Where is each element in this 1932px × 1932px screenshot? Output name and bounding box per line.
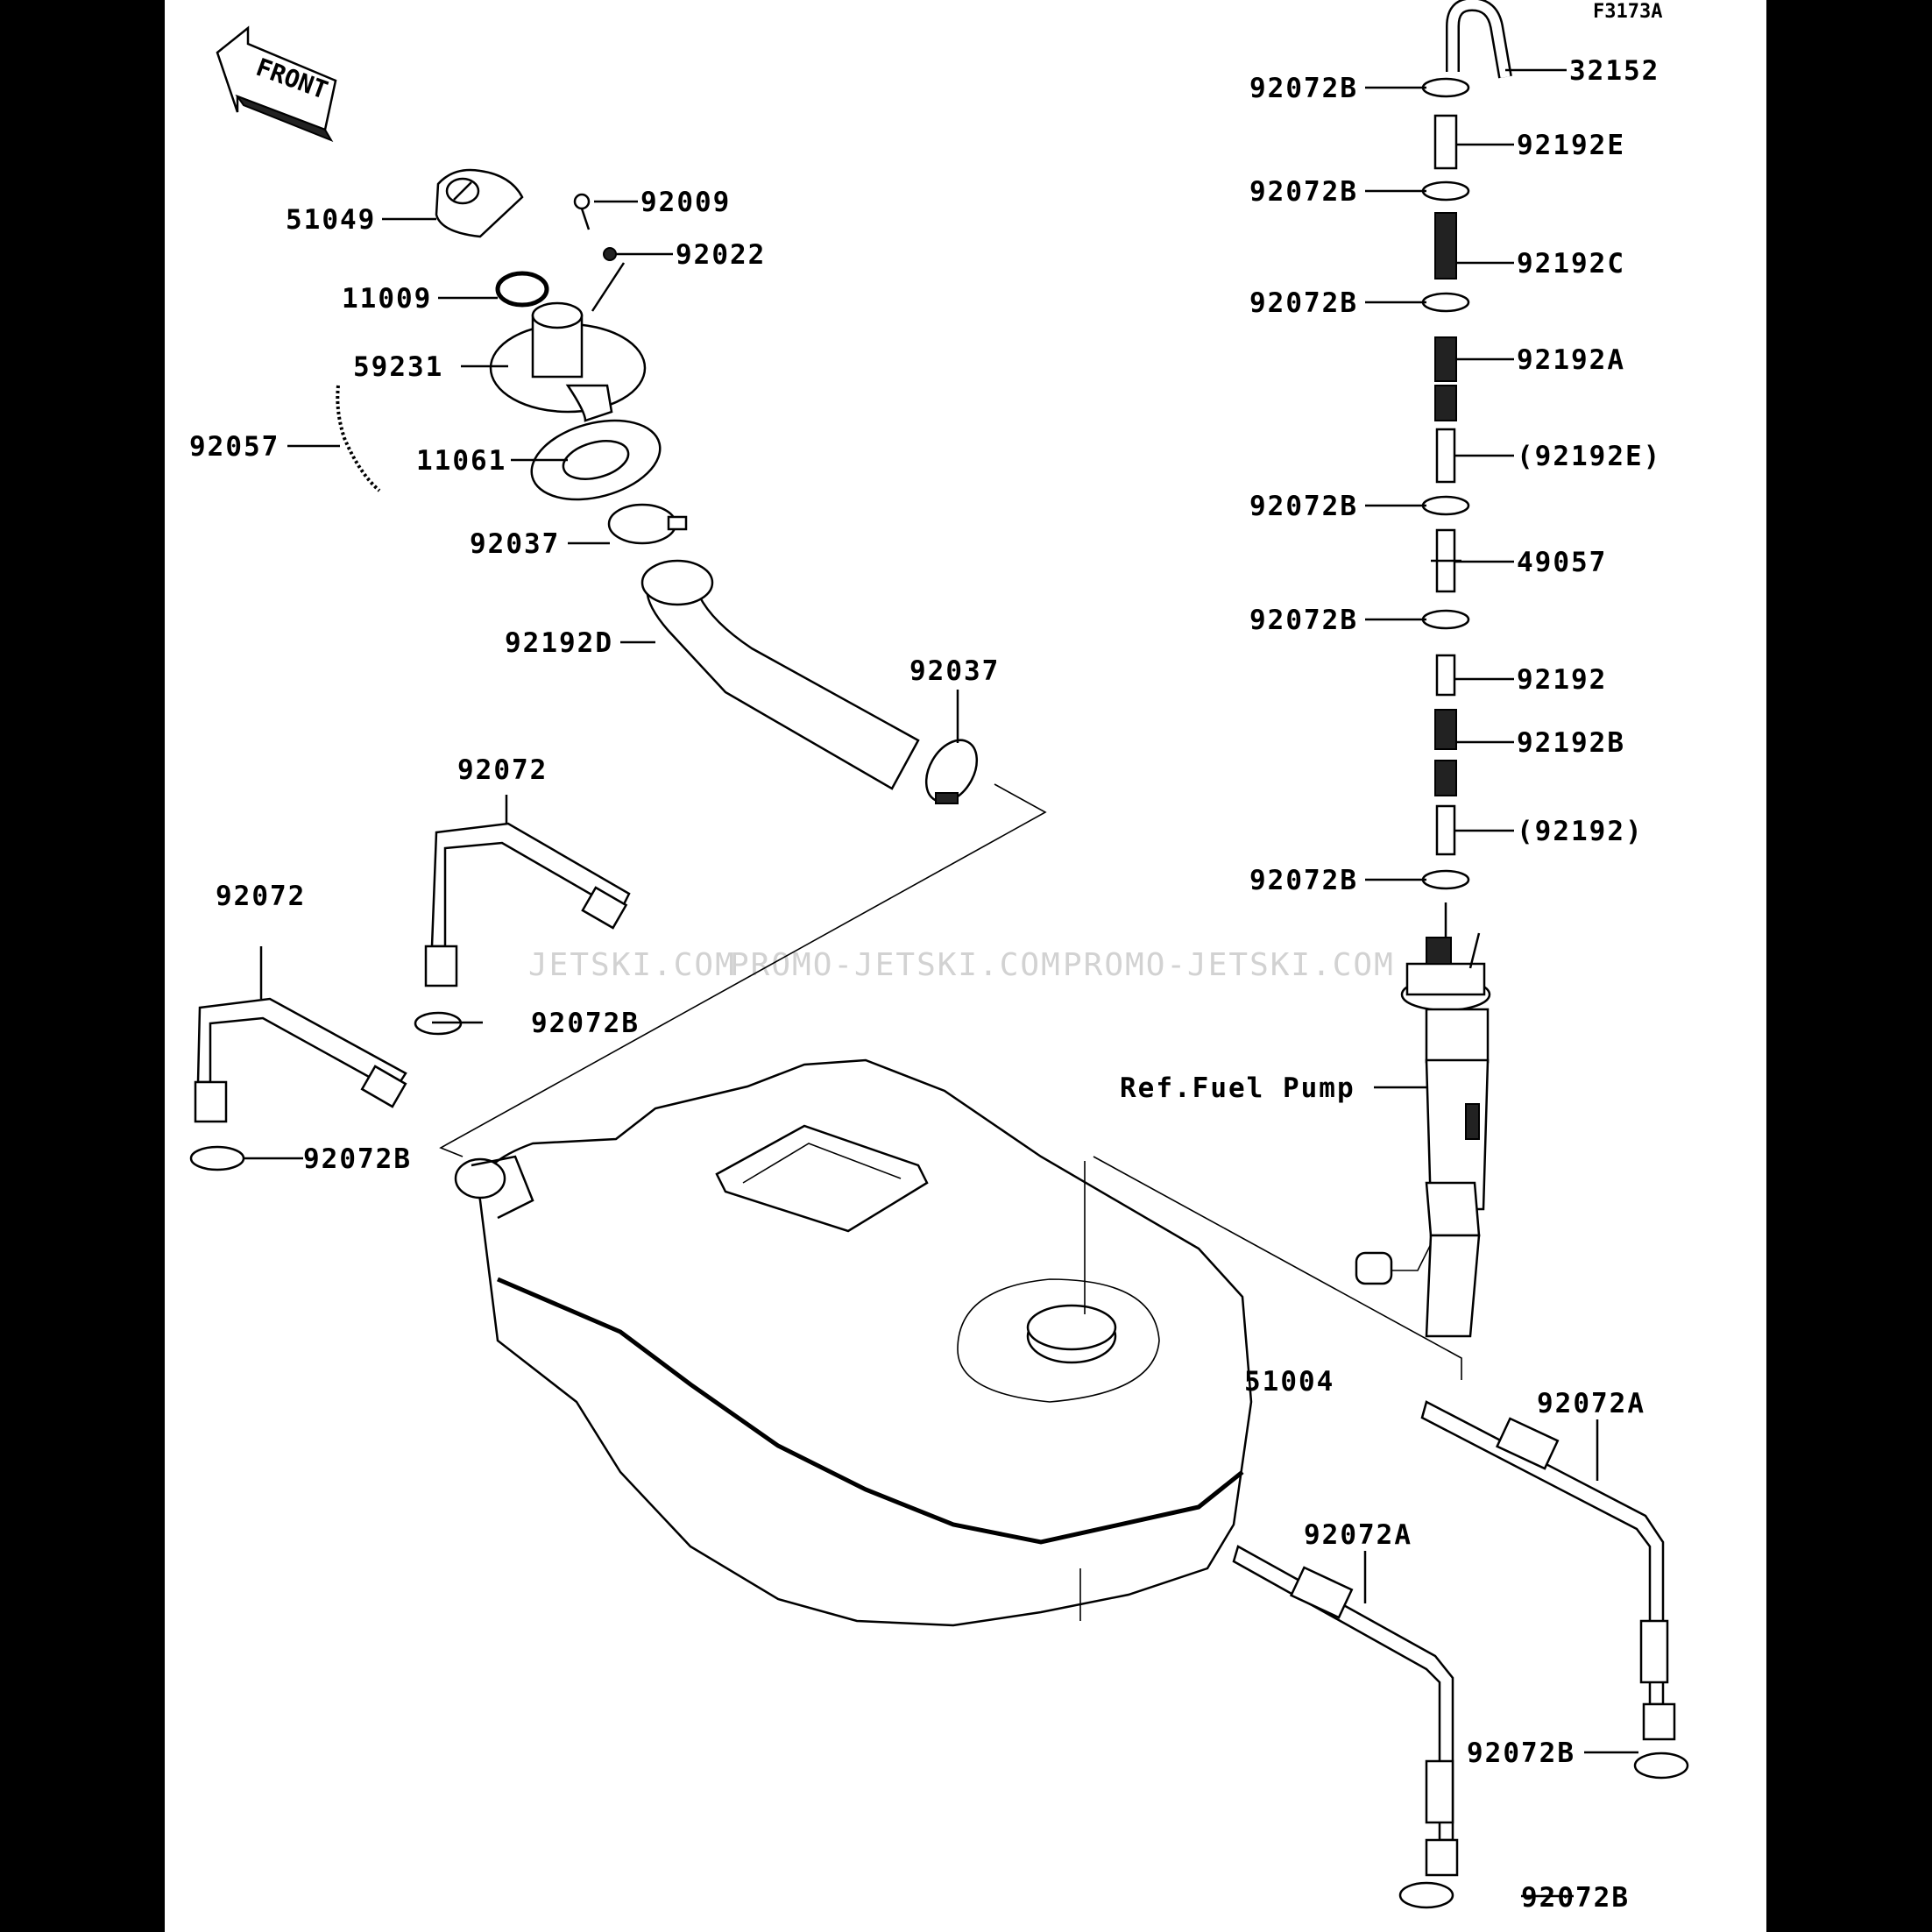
fuel-tank [454, 1058, 1253, 1627]
label-11009: 11009 [342, 283, 432, 315]
label-92057: 92057 [189, 431, 280, 463]
parts-diagram: F3173A FRONT JETSKI.COM PROMO-JETSKI.COM… [189, 0, 1689, 1914]
label-59231: 59231 [353, 351, 443, 383]
vent-hose-stack [1421, 0, 1512, 951]
watermark-2: PROMO-JETSKI.COM [730, 947, 1062, 983]
watermark-1: JETSKI.COM [528, 947, 736, 983]
filler-assembly [336, 168, 979, 804]
label-ref-fuel-pump: Ref.Fuel Pump [1120, 1072, 1355, 1104]
label-92072A-1: 92072A [1537, 1388, 1645, 1419]
label-92192A: 92192A [1517, 344, 1625, 376]
front-arrow-icon: FRONT [216, 25, 337, 143]
right-leaders [1365, 68, 1567, 1089]
label-92072B-4: 92072B [1249, 491, 1358, 522]
label-92037-1: 92037 [470, 528, 560, 560]
label-92072B-6: 92072B [1249, 865, 1358, 896]
strap-92072-1 [424, 822, 631, 987]
label-92192B: 92192B [1517, 727, 1625, 759]
clamp-92072B-9 [1633, 1752, 1689, 1780]
label-92192D: 92192D [505, 627, 613, 659]
strap-92072-2 [194, 997, 407, 1123]
clamp-92072B-8 [189, 1145, 245, 1171]
label-92037-2: 92037 [909, 655, 1000, 687]
label-51049: 51049 [286, 204, 376, 236]
label-32152: 32152 [1569, 55, 1660, 87]
diagram-sheet: F3173A FRONT JETSKI.COM PROMO-JETSKI.COM… [165, 0, 1766, 1932]
diagram-code: F3173A [1593, 1, 1662, 23]
label-92192C: 92192C [1517, 248, 1625, 280]
label-92072A-2: 92072A [1304, 1519, 1412, 1551]
label-92072B-2: 92072B [1249, 176, 1358, 208]
label-11061: 11061 [416, 445, 506, 477]
label-92192E: 92192E [1517, 130, 1625, 161]
label-92009: 92009 [640, 187, 731, 218]
label-49057: 49057 [1517, 547, 1607, 578]
label-92022: 92022 [676, 239, 766, 271]
guide-lines [439, 783, 1462, 1380]
clamp-92072B-7 [414, 1011, 463, 1036]
label-92192E-ref: (92192E) [1517, 441, 1661, 472]
strap-92072A-2 [1232, 1545, 1459, 1877]
label-92072B-9: 92072B [1467, 1737, 1575, 1769]
strap-92072A-1 [1420, 1400, 1676, 1741]
watermark-3: PROMO-JETSKI.COM [1063, 947, 1395, 983]
label-92072B-7: 92072B [531, 1008, 640, 1039]
label-92192-ref: (92192) [1517, 816, 1644, 847]
clamp-92072B-10 [1398, 1881, 1454, 1909]
label-92072B-5: 92072B [1249, 605, 1358, 636]
label-92072B-3: 92072B [1249, 287, 1358, 319]
label-92072B-8: 92072B [303, 1143, 412, 1175]
label-92072-1: 92072 [457, 754, 548, 786]
label-92072-2: 92072 [216, 881, 306, 912]
label-92072B-10: 92072B [1521, 1882, 1630, 1914]
label-51004: 51004 [1244, 1366, 1334, 1398]
label-92192: 92192 [1517, 664, 1607, 696]
fuel-pump [1355, 932, 1491, 1338]
label-92072B-1: 92072B [1249, 73, 1358, 104]
